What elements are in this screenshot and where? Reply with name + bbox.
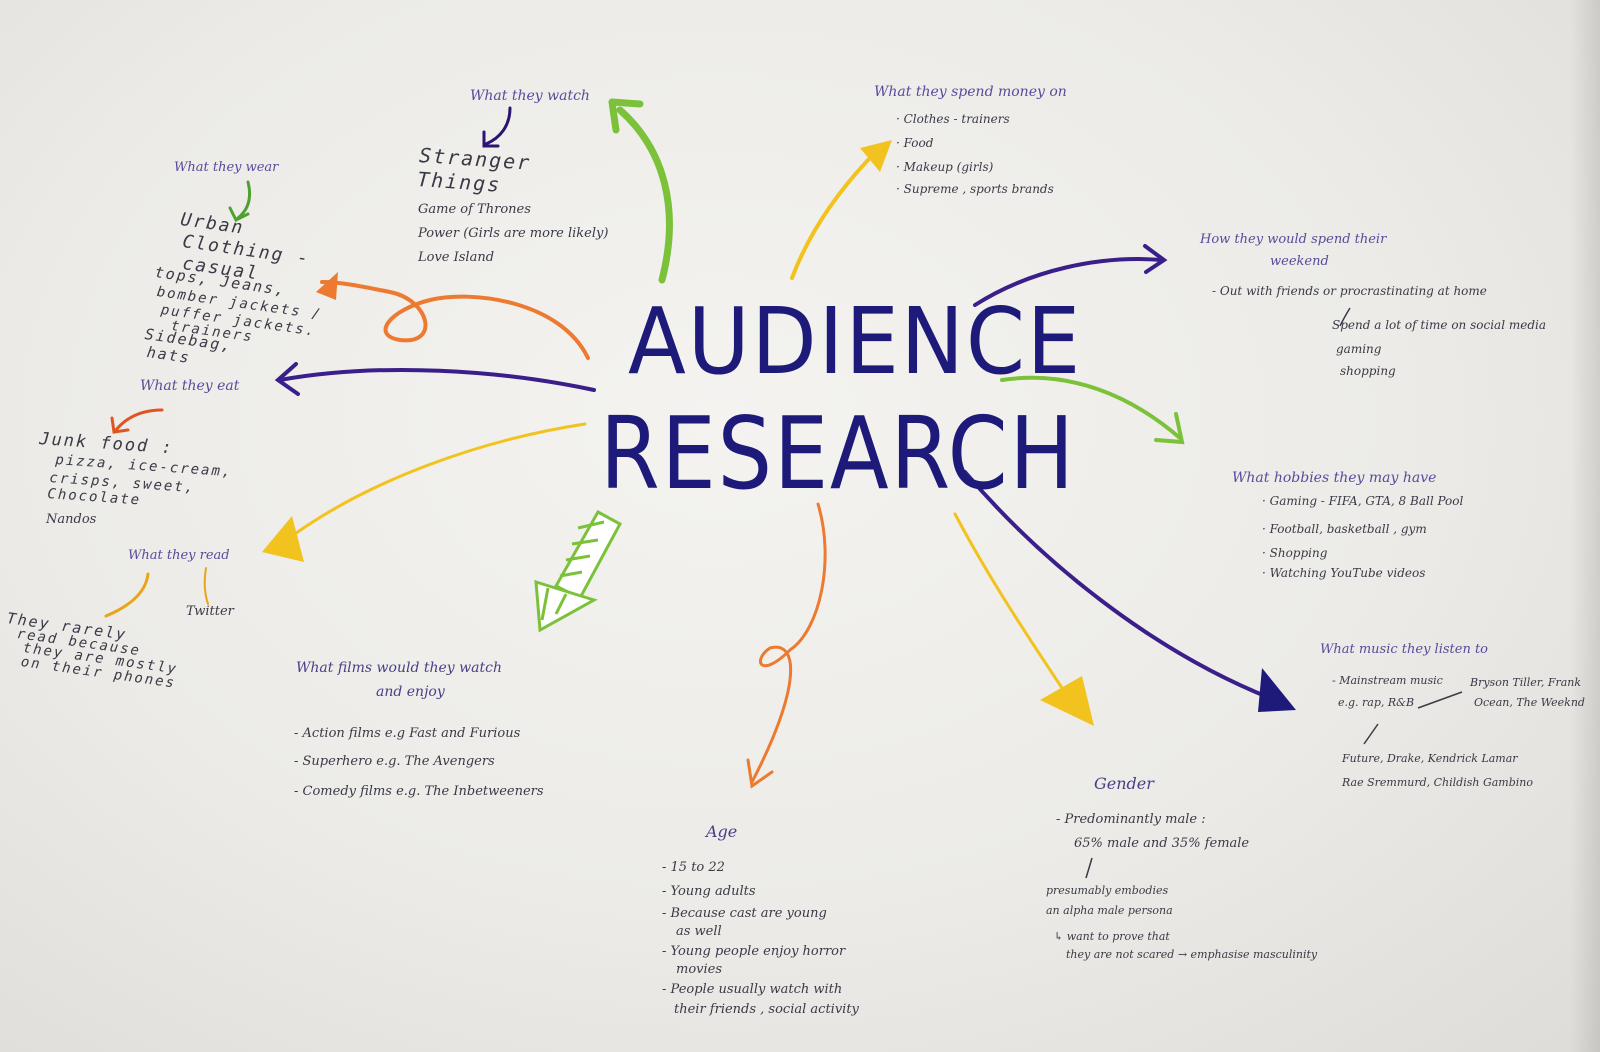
arrow-wear (320, 280, 590, 360)
arrowhead-age (746, 758, 774, 789)
weekend-item: shopping (1340, 364, 1396, 378)
arrowhead-music (1258, 668, 1296, 712)
arrow-read (290, 422, 587, 538)
arrow-films (534, 509, 623, 633)
sub-arrow-watch (484, 106, 512, 146)
sub-arrow-weekend (1339, 307, 1351, 327)
age-item: movies (676, 962, 723, 977)
gender-item: an alpha male persona (1046, 904, 1173, 917)
gender-item: they are not scared → emphasise masculin… (1066, 948, 1318, 961)
arrow-weekend (973, 257, 1164, 307)
films-item: - Action films e.g Fast and Furious (294, 726, 521, 741)
watch-item: Love Island (418, 250, 495, 265)
films-heading-line-1: What films would they watch (296, 660, 502, 676)
age-item: - People usually watch with (662, 982, 843, 997)
sub-arrowhead-wear (228, 206, 250, 223)
gender-item: presumably embodies (1046, 884, 1169, 897)
gender-heading: Gender (1094, 774, 1154, 793)
sub-arrow-wear (236, 180, 252, 220)
music-item: e.g. rap, R&B (1338, 696, 1415, 709)
spend-item: · Makeup (girls) (896, 160, 994, 174)
arrow-hobbies (1000, 375, 1182, 440)
watch-item: Power (Girls are more likely) (418, 226, 609, 241)
arrowhead-weekend (1143, 244, 1168, 274)
weekend-item: - Out with friends or procrastinating at… (1212, 284, 1487, 298)
read-heading: What they read (128, 548, 230, 563)
gender-item: 65% male and 35% female (1074, 836, 1250, 851)
arrow-gender (953, 512, 1072, 702)
music-item: Bryson Tiller, Frank (1470, 676, 1582, 689)
sub-arrow-gender (1085, 857, 1093, 879)
arrow-watch (616, 106, 673, 284)
age-item: - Young people enjoy horror (662, 944, 846, 959)
music-item: Future, Drake, Kendrick Lamar (1342, 752, 1518, 765)
music-item: - Mainstream music (1332, 674, 1443, 687)
films-item: - Superhero e.g. The Avengers (294, 754, 495, 769)
hobbies-item: · Shopping (1262, 546, 1328, 560)
spend-item: · Supreme , sports brands (896, 182, 1054, 196)
arrowhead-read (262, 516, 304, 562)
eat-heading: What they eat (140, 378, 240, 394)
weekend-item: gaming (1336, 342, 1382, 356)
sub-arrow-music-1 (1417, 691, 1463, 709)
age-item: as well (676, 924, 722, 939)
sub-arrow-music-2 (1363, 723, 1379, 745)
gender-item: - Predominantly male : (1056, 812, 1206, 827)
sub-arrowhead-watch (482, 130, 500, 148)
arrowhead-watch (608, 98, 644, 134)
sub-arrowhead-eat (110, 416, 130, 434)
arrowhead-spend (860, 140, 892, 172)
spend-heading: What they spend money on (874, 84, 1067, 100)
weekend-item: Spend a lot of time on social media (1332, 318, 1547, 332)
arrow-eat (278, 367, 596, 392)
arrow-spend (790, 158, 870, 280)
spend-item: · Food (896, 136, 934, 150)
music-heading: What music they listen to (1320, 642, 1489, 657)
arrowhead-wear (316, 272, 338, 300)
gender-item: ↳ want to prove that (1054, 930, 1170, 943)
hobbies-item: · Watching YouTube videos (1262, 566, 1426, 580)
arrow-music (963, 470, 1272, 700)
hobbies-item: · Football, basketball , gym (1262, 522, 1427, 536)
arrowhead-eat (274, 362, 300, 396)
films-item: - Comedy films e.g. The Inbetweeners (294, 784, 544, 799)
age-item: their friends , social activity (674, 1002, 859, 1017)
arrowhead-gender (1040, 676, 1094, 726)
arrow-age (750, 502, 827, 784)
hobbies-item: · Gaming - FIFA, GTA, 8 Ball Pool (1262, 494, 1464, 508)
spend-item: · Clothes - trainers (896, 112, 1010, 126)
arrowhead-hobbies (1154, 412, 1185, 445)
age-item: - Because cast are young (662, 906, 827, 921)
watch-heading: What they watch (470, 88, 590, 104)
watch-item: Game of Thrones (418, 202, 531, 217)
wear-heading: What they wear (174, 160, 279, 175)
sub-arrow-eat (114, 408, 164, 432)
sub-arrow-twitter (203, 567, 209, 605)
age-item: - Young adults (662, 884, 756, 899)
eat-line: Nandos (46, 512, 97, 527)
music-item: Rae Sremmurd, Childish Gambino (1342, 776, 1534, 789)
hobbies-heading: What hobbies they may have (1232, 470, 1437, 486)
paper-edge-shadow (1570, 0, 1600, 1052)
films-heading-line-2: and enjoy (376, 684, 445, 700)
age-item: - 15 to 22 (662, 860, 725, 875)
weekend-heading-line-2: weekend (1270, 254, 1329, 269)
sub-arrow-read (104, 572, 150, 618)
music-item: Ocean, The Weeknd (1474, 696, 1585, 709)
age-heading: Age (706, 822, 738, 841)
weekend-heading-line-1: How they would spend their (1200, 232, 1387, 247)
read-twitter: Twitter (186, 604, 234, 619)
title-line-2: RESEARCH (600, 395, 1076, 512)
title-line-1: AUDIENCE (628, 288, 1083, 395)
